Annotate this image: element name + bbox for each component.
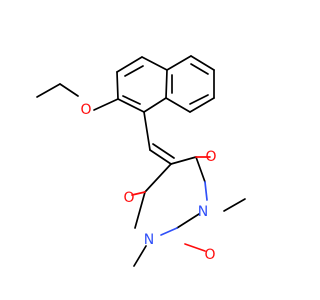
bond-n3-c4 [160, 227, 178, 236]
bond-ring-9-double [189, 94, 209, 105]
bond-ring-2 [116, 56, 143, 73]
atom-o-ether: O [80, 102, 91, 118]
bond-c2-n3 [176, 213, 200, 229]
bond-ch2-o [59, 83, 79, 97]
bond-c6-n1 [195, 156, 206, 183]
bond-ring-1 [116, 71, 119, 100]
bond-ring-3 [141, 56, 168, 71]
molecule-canvas: O O O O N N [36, 55, 246, 267]
bond-ethyl [36, 83, 61, 98]
bond-c4-o [131, 191, 146, 196]
bond-ring-7 [190, 55, 215, 71]
ethoxy-group [36, 83, 119, 111]
bond-n3-methyl [133, 245, 147, 267]
atom-o-left: O [123, 190, 134, 206]
bond-ring-fused [165, 69, 168, 99]
methylidene-bridge [143, 111, 175, 165]
bond-c4-c5 [134, 191, 146, 229]
bond-aryl-ch [143, 111, 151, 151]
atom-o-top: O [205, 149, 216, 165]
naphthalene-ring [116, 55, 215, 113]
bond-c5-ring [144, 163, 172, 193]
bond-ring-10 [165, 97, 191, 113]
bond-ring-4 [143, 97, 167, 113]
bond-c2-o [184, 243, 206, 252]
bond-ring-7-double [190, 63, 209, 75]
bond-ring-5 [117, 98, 145, 113]
atom-o-bottom: O [204, 247, 215, 263]
atom-n-right: N [198, 204, 208, 220]
bond-ch-c5-double [152, 143, 175, 159]
atom-n-left: N [144, 232, 154, 248]
bond-o-aryl [93, 98, 119, 111]
bond-ring-6 [166, 55, 192, 71]
barbiturate-ring [131, 156, 246, 267]
bond-n1-methyl [223, 198, 246, 212]
bond-n1-c2 [204, 181, 208, 201]
bond-ring-9 [189, 97, 215, 113]
bond-c5-c6 [170, 156, 197, 165]
bond-ch-c5 [149, 149, 172, 165]
bond-ring-5-double [122, 95, 141, 105]
bond-ring-2-double [124, 65, 144, 77]
structure-diagram: O O O O N N [36, 55, 246, 267]
